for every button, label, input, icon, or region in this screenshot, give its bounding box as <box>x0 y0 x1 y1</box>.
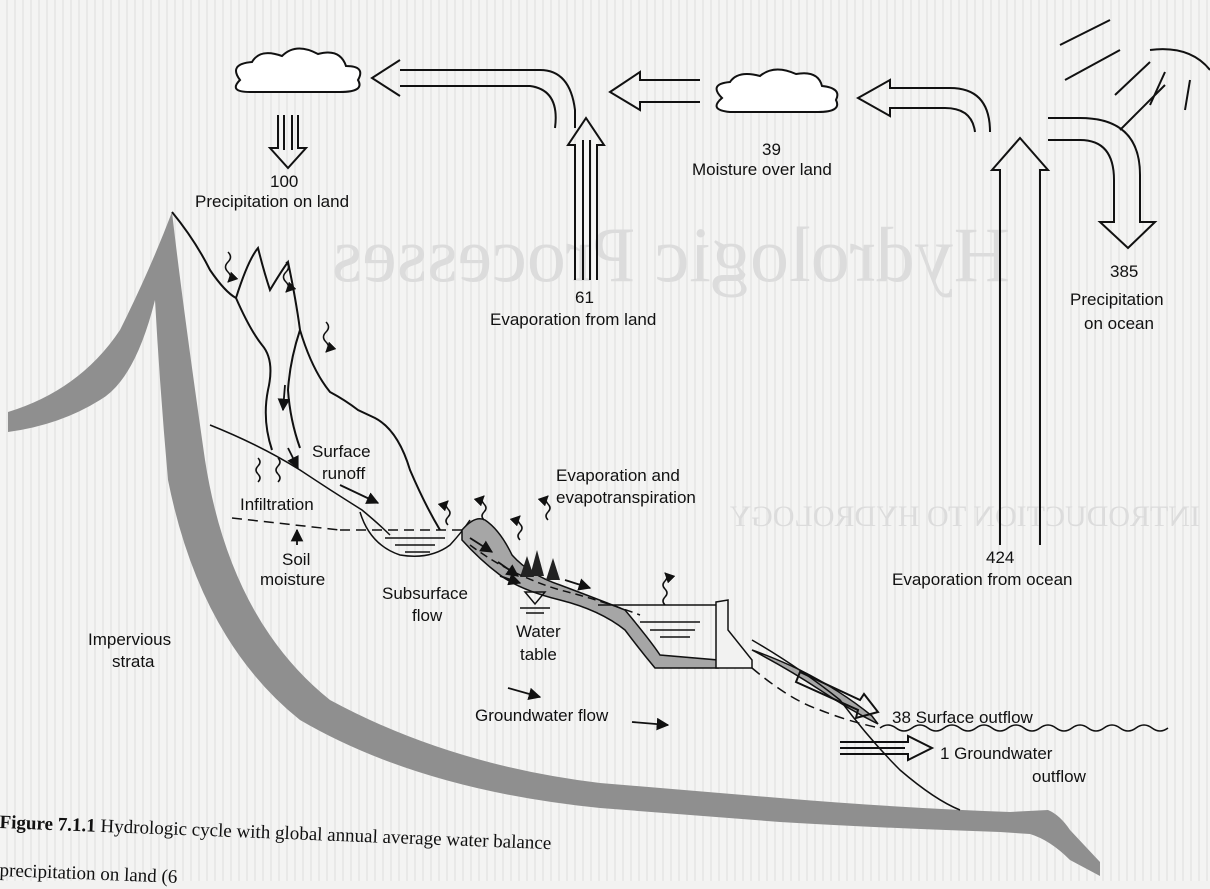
evap-ocean-label: Evaporation from ocean <box>892 570 1073 590</box>
evaporation-land-arrow <box>568 118 604 280</box>
surface-outflow-label: 38 Surface outflow <box>892 708 1033 728</box>
soil-moisture-label-1: Soil <box>282 550 310 570</box>
sun-icon <box>1060 20 1210 130</box>
cloud-middle-icon <box>717 69 838 112</box>
groundwater-outflow-label-1: 1 Groundwater <box>940 744 1052 764</box>
impervious-strata-label-2: strata <box>112 652 155 672</box>
evaporation-ocean-arrow <box>992 138 1048 545</box>
moisture-transport-arrow-mid <box>610 72 700 110</box>
precip-ocean-label-1: Precipitation <box>1070 290 1164 310</box>
precip-land-label: Precipitation on land <box>195 192 349 212</box>
surface-runoff-label-1: Surface <box>312 442 371 462</box>
moisture-over-land-label: Moisture over land <box>692 160 832 180</box>
cloud-left-icon <box>236 48 361 92</box>
downstream-shaded-zone <box>752 650 878 724</box>
soil-moisture-label-2: moisture <box>260 570 325 590</box>
water-table-label-2: table <box>520 645 557 665</box>
evap-land-label: Evaporation from land <box>490 310 656 330</box>
ocean-moisture-arrow <box>858 80 990 132</box>
dam <box>716 600 752 668</box>
surface-runoff-label-2: runoff <box>322 464 365 484</box>
evapotranspiration-label-1: Evaporation and <box>556 466 680 486</box>
subsurface-flow-label-1: Subsurface <box>382 584 468 604</box>
infiltration-label: Infiltration <box>240 495 314 515</box>
groundwater-flow-label: Groundwater flow <box>475 706 608 726</box>
rain-squiggles <box>226 252 329 352</box>
precip-land-value: 100 <box>270 172 298 192</box>
moisture-over-land-value: 39 <box>762 140 781 160</box>
precip-ocean-label-2: on ocean <box>1084 314 1154 334</box>
precip-ocean-value: 385 <box>1110 262 1138 282</box>
subsurface-shaded-zone <box>462 519 718 668</box>
figure-number: Figure 7.1.1 <box>0 812 96 837</box>
vegetation-icon <box>520 550 560 580</box>
subsurface-flow-label-2: flow <box>412 606 442 626</box>
infiltration-squiggles <box>256 458 280 482</box>
evap-land-value: 61 <box>575 288 594 308</box>
water-table-label-1: Water <box>516 622 561 642</box>
upland-lake <box>340 512 470 556</box>
precipitation-land-arrow <box>270 115 306 168</box>
moisture-transport-arrow-left <box>372 60 575 128</box>
evap-ocean-value: 424 <box>986 548 1014 568</box>
groundwater-outflow-label-2: outflow <box>1032 767 1086 787</box>
impervious-strata-label-1: Impervious <box>88 630 171 650</box>
evapotranspiration-label-2: evapotranspiration <box>556 488 696 508</box>
mountain-outline <box>172 212 440 530</box>
precipitation-ocean-arrow <box>1048 118 1155 248</box>
